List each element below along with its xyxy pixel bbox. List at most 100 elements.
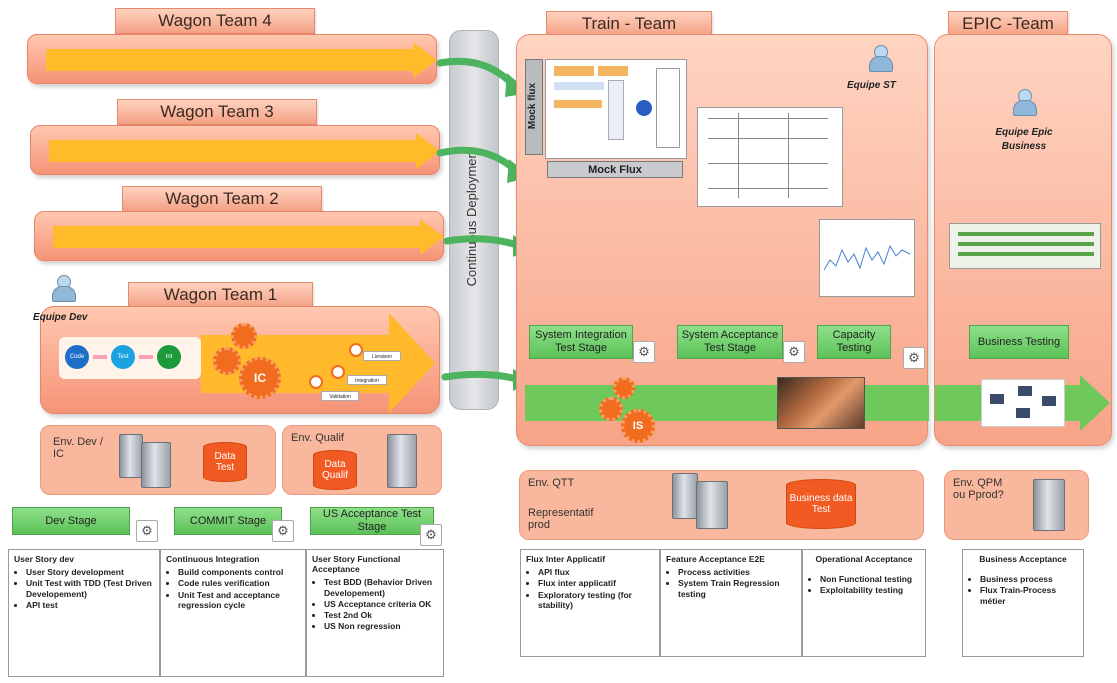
continuous-deployment-bar: Continuous Deployment	[449, 30, 499, 410]
system-integration-test-stage-label: System Integration Test Stage	[535, 329, 627, 354]
dev-step-int: Int	[157, 345, 181, 369]
operational-acceptance-box: Operational Acceptance Non Functional te…	[802, 549, 926, 657]
server-icon	[387, 434, 417, 488]
dev-step-int-label: Int	[165, 354, 173, 360]
gear-icon	[231, 323, 257, 349]
env-qtt-sub: Representatif prod	[528, 507, 594, 531]
list-item: Unit Test and acceptance regression cycl…	[178, 590, 300, 610]
gear-icon	[213, 347, 241, 375]
data-test-label: Data Test	[214, 450, 236, 474]
wagon-team-3-lane	[30, 125, 440, 175]
ic-gear-icon: IC	[239, 357, 281, 399]
list-item: US Non regression	[324, 621, 438, 631]
is-gear-icon: IS	[621, 409, 655, 443]
gear-icon: ⚙	[903, 347, 925, 369]
ic-gear-label: IC	[254, 371, 266, 385]
operational-acceptance-list: Non Functional testing Exploitability te…	[808, 574, 920, 595]
epic-team-label: EPIC -Team	[962, 13, 1054, 33]
dev-team-person-icon	[52, 275, 76, 302]
integration-tag: Integration	[347, 375, 387, 385]
env-qtt: Env. QTT Representatif prod Business dat…	[519, 470, 924, 540]
data-qualif-database: Data Qualif	[313, 450, 357, 490]
user-story-dev-list: User Story development Unit Test with TD…	[14, 567, 154, 610]
server-icon	[696, 481, 728, 529]
list-item: Flux Train-Process métier	[980, 585, 1078, 605]
commit-stage-label: COMMIT Stage	[189, 514, 267, 527]
dev-step-arrow-1	[93, 355, 107, 359]
mock-flux-vertical-tag: Mock flux	[525, 59, 543, 155]
server-icon	[1033, 479, 1065, 531]
user-story-dev-box: User Story dev User Story development Un…	[8, 549, 160, 677]
business-acceptance-list: Business process Flux Train-Process méti…	[968, 574, 1078, 606]
list-item: Unit Test with TDD (Test Driven Develope…	[26, 578, 154, 598]
continuous-integration-list: Build components control Code rules veri…	[166, 567, 300, 610]
process-node	[349, 343, 363, 357]
system-flow-diagram	[697, 107, 843, 207]
list-item: Code rules verification	[178, 578, 300, 588]
business-data-test-database: Business data Test	[786, 479, 856, 529]
wagon-team-2-label: Wagon Team 2	[165, 189, 279, 208]
gear-icon: ⚙	[783, 341, 805, 363]
env-dev-ic: Env. Dev / IC Data Test	[40, 425, 276, 495]
business-acceptance-title: Business Acceptance	[979, 554, 1067, 564]
env-qtt-label: Env. QTT	[528, 477, 575, 489]
business-testing-stage: Business Testing	[969, 325, 1069, 359]
team-photo	[777, 377, 865, 429]
us-acceptance-test-stage: US Acceptance Test Stage	[310, 507, 434, 535]
process-node	[309, 375, 323, 389]
capacity-testing-stage: Capacity Testing	[817, 325, 891, 359]
data-qualif-label: Data Qualif	[321, 458, 349, 482]
mock-flux-diagram	[545, 59, 687, 159]
business-data-test-label: Business data Test	[789, 492, 853, 516]
equipe-st-label: Equipe ST	[847, 80, 896, 91]
process-node	[331, 365, 345, 379]
gear-icon	[613, 377, 635, 399]
wagon-team-3-label: Wagon Team 3	[160, 102, 274, 121]
operational-acceptance-title: Operational Acceptance	[815, 554, 913, 564]
dev-stage-label: Dev Stage	[45, 514, 97, 527]
list-item: Business process	[980, 574, 1078, 584]
wagon-team-4-lane	[27, 34, 437, 84]
wagon-team-1-title: Wagon Team 1	[128, 282, 313, 308]
flux-inter-applicatif-box: Flux Inter Applicatif API flux Flux inte…	[520, 549, 660, 657]
feature-acceptance-title: Feature Acceptance E2E	[666, 554, 765, 564]
server-icon	[119, 434, 143, 478]
feature-acceptance-box: Feature Acceptance E2E Process activitie…	[660, 549, 802, 657]
train-flow-arrow	[525, 385, 929, 421]
feature-acceptance-list: Process activities System Train Regressi…	[666, 567, 796, 599]
server-icon	[141, 442, 171, 488]
dev-stage: Dev Stage	[12, 507, 130, 535]
validation-tag: Validation	[321, 391, 359, 401]
list-item: Test 2nd Ok	[324, 610, 438, 620]
train-team-panel: Equipe ST Mock flux Mock Flux System Int…	[516, 34, 929, 446]
data-test-database: Data Test	[203, 442, 247, 482]
dev-step-code-label: Code	[69, 354, 85, 360]
train-team-person-icon	[869, 45, 893, 72]
business-process-thumbnail	[949, 223, 1101, 269]
wagon-3-arrow	[49, 140, 419, 162]
list-item: Exploitability testing	[820, 585, 920, 595]
us-functional-acceptance-list: Test BDD (Behavior Driven Developement) …	[312, 577, 438, 631]
commit-stage: COMMIT Stage	[174, 507, 282, 535]
us-acceptance-test-stage-label: US Acceptance Test Stage	[322, 508, 422, 533]
server-icon	[672, 473, 698, 519]
gear-icon: ⚙	[420, 524, 442, 546]
wagon-team-1-label: Wagon Team 1	[163, 285, 278, 304]
list-item: Exploratory testing (for stability)	[538, 590, 654, 610]
list-item: Non Functional testing	[820, 574, 920, 584]
dev-step-code: Code	[65, 345, 89, 369]
system-acceptance-test-stage-label: System Acceptance Test Stage	[681, 329, 779, 354]
list-item: Flux inter applicatif	[538, 578, 654, 588]
epic-team-panel: Equipe Epic Business Business Testing	[934, 34, 1112, 446]
livraison-tag-label: Livraison	[371, 354, 392, 360]
wagon-2-arrow	[53, 226, 423, 248]
dev-step-arrow-2	[139, 355, 153, 359]
env-qpm-label: Env. QPM ou Pprod?	[953, 477, 1004, 501]
list-item: US Acceptance criteria OK	[324, 599, 438, 609]
business-testing-stage-label: Business Testing	[977, 335, 1061, 348]
integration-tag-label: Integration	[355, 378, 379, 384]
is-gear-label: IS	[632, 420, 644, 432]
equipe-business-label: Business	[1001, 141, 1047, 152]
equipe-dev-label: Equipe Dev	[33, 312, 88, 323]
capacity-testing-stage-label: Capacity Testing	[832, 329, 876, 354]
